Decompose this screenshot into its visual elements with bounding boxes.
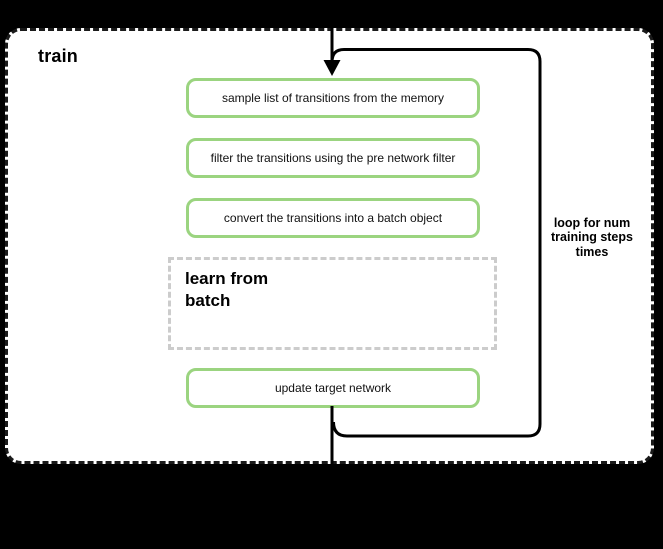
step-update-target-network-label: update target network	[274, 381, 392, 395]
step-sample-transitions: sample list of transitions from the memo…	[186, 78, 480, 118]
group-learn-from-batch-label: learn from batch	[185, 269, 269, 311]
loop-annotation: loop for num training steps times	[551, 216, 633, 259]
step-convert-batch: convert the transitions into a batch obj…	[186, 198, 480, 238]
step-filter-transitions: filter the transitions using the pre net…	[186, 138, 480, 178]
step-sample-transitions-label: sample list of transitions from the memo…	[221, 91, 445, 105]
step-update-target-network: update target network	[186, 368, 480, 408]
step-filter-transitions-label: filter the transitions using the pre net…	[210, 151, 456, 165]
step-convert-batch-label: convert the transitions into a batch obj…	[223, 211, 443, 225]
group-learn-from-batch: learn from batch	[168, 257, 497, 350]
train-frame-title: train	[38, 46, 79, 66]
